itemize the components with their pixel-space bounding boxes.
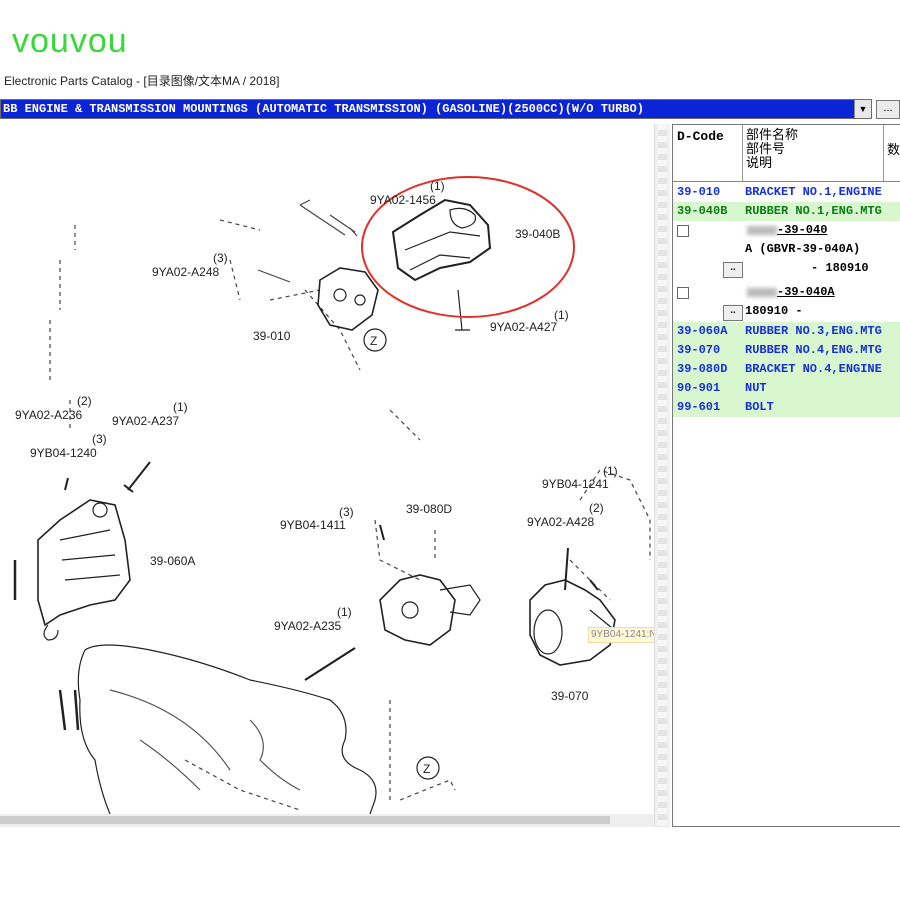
label-9ya02-1456[interactable]: 9YA02-1456 bbox=[370, 193, 436, 207]
header-qty[interactable]: 数 bbox=[887, 142, 900, 157]
sub-row: .. 180910 - bbox=[673, 302, 900, 321]
label-39-060a[interactable]: 39-060A bbox=[150, 554, 195, 568]
diagram-vertical-scrollbar[interactable] bbox=[654, 124, 670, 827]
label-b1411-qty: (3) bbox=[339, 505, 354, 519]
sub-row: -39-040A bbox=[673, 283, 900, 302]
label-9ya02-a235[interactable]: 9YA02-A235 bbox=[274, 619, 341, 633]
label-39-010[interactable]: 39-010 bbox=[253, 329, 291, 343]
sub-row: .. - 180910 bbox=[673, 259, 900, 278]
parts-list-header: D-Code 部件名称 部件号 说明 数 bbox=[673, 125, 900, 182]
label-a237-qty: (1) bbox=[173, 400, 188, 414]
label-9ya02-a427[interactable]: 9YA02-A427 bbox=[490, 320, 557, 334]
group-select[interactable]: BB ENGINE & TRANSMISSION MOUNTINGS (AUTO… bbox=[0, 99, 872, 119]
table-row-selected[interactable]: 39-040B RUBBER NO.1,ENG.MTG bbox=[673, 202, 900, 221]
header-description: 说明 bbox=[746, 155, 773, 170]
label-39-080d[interactable]: 39-080D bbox=[406, 502, 452, 516]
label-9yb04-1411[interactable]: 9YB04-1411 bbox=[280, 518, 346, 532]
row-code: 39-040B bbox=[677, 204, 728, 218]
sub-row: A (GBVR-39-040A) bbox=[673, 240, 900, 259]
label-9yb04-1241[interactable]: 9YB04-1241 bbox=[542, 477, 609, 491]
details-button[interactable]: .. bbox=[723, 305, 743, 321]
header-name-column[interactable]: 部件名称 部件号 说明 bbox=[746, 128, 798, 170]
window-title-bar: Electronic Parts Catalog - [目录图像/文本MA / … bbox=[0, 70, 900, 92]
sub-part-number: -39-040 bbox=[777, 223, 828, 237]
parts-diagram[interactable]: (1) 9YA02-1456 39-040B (3) 9YA02-A248 (1… bbox=[0, 124, 654, 814]
table-row[interactable]: 39-070 RUBBER NO.4,ENG.MTG bbox=[673, 341, 900, 360]
row-description: RUBBER NO.1,ENG.MTG bbox=[745, 204, 882, 218]
label-9yb04-1240[interactable]: 9YB04-1240 bbox=[30, 446, 97, 460]
label-39-040b[interactable]: 39-040B bbox=[515, 227, 560, 241]
label-1456-qty: (1) bbox=[430, 179, 445, 193]
table-row[interactable]: 99-601 BOLT bbox=[673, 398, 900, 417]
group-select-value: BB ENGINE & TRANSMISSION MOUNTINGS (AUTO… bbox=[3, 102, 644, 116]
row-code: 39-010 bbox=[677, 185, 721, 199]
scrollbar-thumb[interactable] bbox=[0, 816, 610, 824]
window-title: Electronic Parts Catalog - [目录图像/文本MA / … bbox=[4, 74, 280, 88]
part-checkbox[interactable] bbox=[677, 225, 689, 237]
label-9ya02-a236[interactable]: 9YA02-A236 bbox=[15, 408, 82, 422]
label-z-bottom: Z bbox=[423, 762, 430, 776]
sub-row: -39-040 bbox=[673, 221, 900, 240]
row-description: BOLT bbox=[745, 400, 774, 414]
diagram-drawing: (1) 9YA02-1456 39-040B (3) 9YA02-A248 (1… bbox=[13, 176, 651, 814]
header-part-name: 部件名称 bbox=[746, 127, 799, 142]
row-code: 90-901 bbox=[677, 381, 721, 395]
row-description: RUBBER NO.4,ENG.MTG bbox=[745, 343, 882, 357]
watermark: vouvou bbox=[12, 22, 128, 60]
row-description: RUBBER NO.3,ENG.MTG bbox=[745, 324, 882, 338]
label-a248-qty: (3) bbox=[213, 251, 228, 265]
sub-part-number: -39-040A bbox=[777, 285, 835, 299]
sub-date-range: 180910 - bbox=[745, 304, 803, 318]
highlight-circle bbox=[361, 176, 575, 318]
label-a428-qty: (2) bbox=[589, 501, 604, 515]
chevron-down-icon[interactable]: ▼ bbox=[854, 100, 871, 118]
label-a427-qty: (1) bbox=[554, 308, 569, 322]
details-button[interactable]: .. bbox=[723, 262, 743, 278]
label-a236-qty: (2) bbox=[77, 394, 92, 408]
row-code: 99-601 bbox=[677, 400, 721, 414]
sub-date-range: - 180910 bbox=[811, 261, 869, 275]
table-row[interactable]: 39-060A RUBBER NO.3,ENG.MTG bbox=[673, 322, 900, 341]
label-b1241-qty: (1) bbox=[603, 464, 618, 478]
sub-note: A (GBVR-39-040A) bbox=[745, 242, 861, 256]
label-39-070[interactable]: 39-070 bbox=[551, 689, 589, 703]
parts-list-panel: D-Code 部件名称 部件号 说明 数 39-010 BRACKET NO.1… bbox=[672, 124, 900, 827]
label-z-top: Z bbox=[370, 334, 377, 348]
label-a235-qty: (1) bbox=[337, 605, 352, 619]
label-9ya02-a248[interactable]: 9YA02-A248 bbox=[152, 265, 219, 279]
diagram-horizontal-scrollbar[interactable] bbox=[0, 814, 654, 827]
table-row[interactable]: 90-901 NUT bbox=[673, 379, 900, 398]
row-description: NUT bbox=[745, 381, 767, 395]
browse-button[interactable]: ... bbox=[876, 100, 900, 119]
row-code: 39-070 bbox=[677, 343, 721, 357]
table-row[interactable]: 39-080D BRACKET NO.4,ENGINE bbox=[673, 360, 900, 379]
header-part-number: 部件号 bbox=[746, 141, 786, 156]
label-9ya02-a237[interactable]: 9YA02-A237 bbox=[112, 414, 179, 428]
header-dcode[interactable]: D-Code bbox=[677, 129, 724, 144]
part-checkbox[interactable] bbox=[677, 287, 689, 299]
row-code: 39-060A bbox=[677, 324, 728, 338]
row-description: BRACKET NO.1,ENGINE bbox=[745, 185, 882, 199]
row-code: 39-080D bbox=[677, 362, 728, 376]
part-tooltip: 9YB04-1241:NUT bbox=[588, 627, 654, 643]
table-row[interactable]: 39-010 BRACKET NO.1,ENGINE bbox=[673, 183, 900, 202]
row-description: BRACKET NO.4,ENGINE bbox=[745, 362, 882, 376]
label-9ya02-a428[interactable]: 9YA02-A428 bbox=[527, 515, 594, 529]
label-b1240-qty: (3) bbox=[92, 432, 107, 446]
